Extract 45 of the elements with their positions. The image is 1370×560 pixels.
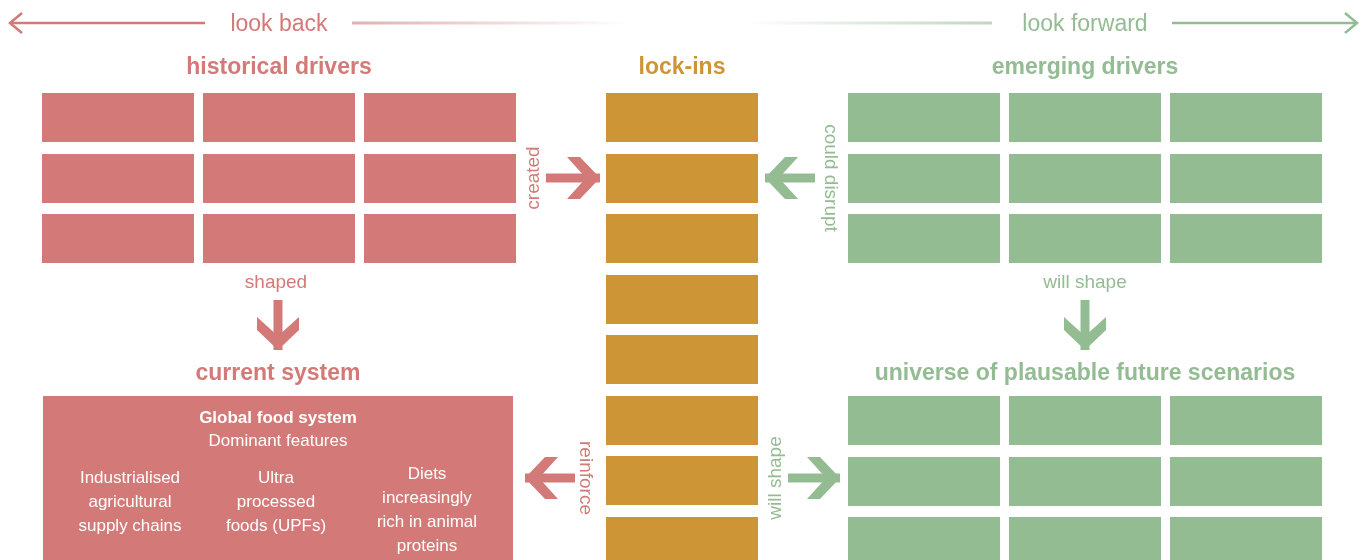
driver-block [848, 517, 1000, 560]
driver-block [1170, 153, 1322, 203]
driver-block [364, 93, 516, 142]
driver-block [203, 153, 355, 203]
driver-block [848, 456, 1000, 506]
driver-block [606, 456, 758, 505]
panel-title: Global food system [198, 407, 358, 429]
driver-block [364, 153, 516, 203]
driver-block [1170, 517, 1322, 560]
section-heading: lock-ins [637, 52, 727, 81]
driver-block [848, 153, 1000, 203]
driver-block [1170, 396, 1322, 445]
driver-block [203, 93, 355, 142]
driver-block [42, 93, 194, 142]
driver-block [606, 93, 758, 142]
driver-block [42, 153, 194, 203]
driver-block [606, 274, 758, 324]
driver-block [1009, 93, 1161, 142]
driver-block [606, 153, 758, 203]
driver-block [606, 214, 758, 263]
driver-block [1009, 214, 1161, 263]
section-heading: universe of plausable future scenarios [873, 358, 1297, 387]
driver-block [1170, 456, 1322, 506]
driver-block [848, 214, 1000, 263]
driver-block [1009, 396, 1161, 445]
driver-block [1009, 517, 1161, 560]
driver-block [606, 395, 758, 445]
driver-block [203, 214, 355, 263]
driver-block [1009, 153, 1161, 203]
feature-text: Industrialised agricultural supply chains [77, 467, 183, 537]
driver-block [848, 396, 1000, 445]
driver-block [42, 214, 194, 263]
driver-block [364, 214, 516, 263]
driver-block [606, 516, 758, 560]
feature-text: Diets increasingly rich in animal proteins [375, 463, 479, 557]
section-heading: emerging drivers [990, 52, 1180, 81]
driver-block [606, 335, 758, 384]
driver-block [1170, 214, 1322, 263]
section-heading: current system [194, 358, 362, 387]
feature-text: Ultra processed foods (UPFs) [224, 467, 328, 537]
driver-block [1170, 93, 1322, 142]
section-heading: historical drivers [185, 52, 373, 81]
driver-block [1009, 456, 1161, 506]
driver-block [848, 93, 1000, 142]
panel-subtitle: Dominant features [207, 430, 349, 452]
